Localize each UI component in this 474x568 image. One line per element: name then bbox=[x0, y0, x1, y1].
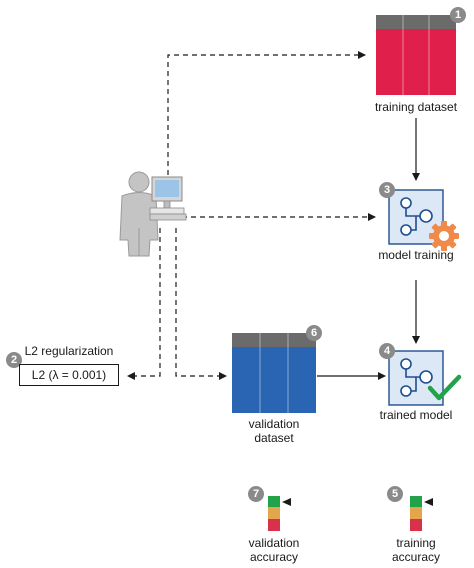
step-badge-1: 1 bbox=[450, 7, 466, 23]
training-dataset-icon bbox=[376, 15, 456, 95]
pointer-arrow-icon bbox=[282, 498, 291, 506]
check-icon bbox=[427, 374, 462, 401]
trained-model-icon bbox=[388, 350, 444, 406]
step-badge-2: 2 bbox=[6, 352, 22, 368]
gear-icon bbox=[429, 221, 459, 251]
trained-model-label: trained model bbox=[379, 408, 453, 422]
accuracy-gauge-icon bbox=[410, 496, 422, 531]
step-badge-5: 5 bbox=[387, 486, 403, 502]
validation-accuracy-label: validation accuracy bbox=[248, 536, 300, 564]
accuracy-gauge-icon bbox=[268, 496, 280, 531]
person-icon bbox=[119, 171, 159, 257]
pointer-arrow-icon bbox=[424, 498, 433, 506]
training-dataset-label: training dataset bbox=[374, 100, 458, 114]
connectors bbox=[127, 51, 420, 380]
arrow-user-to-l2 bbox=[127, 228, 161, 380]
step-badge-7: 7 bbox=[248, 486, 264, 502]
step-badge-6: 6 bbox=[306, 325, 322, 341]
validation-dataset-label: validation dataset bbox=[248, 417, 300, 445]
arrow-user-to-training-dataset bbox=[167, 51, 366, 175]
computer-icon bbox=[149, 176, 187, 221]
l2-regularization-title: L2 regularization bbox=[24, 344, 114, 358]
arrow-user-to-validation-dataset bbox=[175, 228, 227, 380]
validation-dataset-icon bbox=[232, 333, 316, 413]
model-training-label: model training bbox=[378, 248, 454, 262]
l2-value-box: L2 (λ = 0.001) bbox=[19, 364, 119, 386]
step-badge-3: 3 bbox=[379, 182, 395, 198]
step-badge-4: 4 bbox=[379, 343, 395, 359]
training-accuracy-label: training accuracy bbox=[391, 536, 441, 564]
